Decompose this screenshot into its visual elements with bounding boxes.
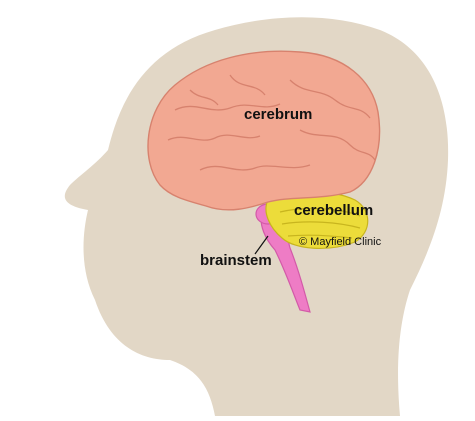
brainstem-pointer xyxy=(254,235,269,255)
brainstem-label: brainstem xyxy=(200,252,272,269)
cerebrum xyxy=(147,50,381,211)
cerebrum-label: cerebrum xyxy=(244,106,313,123)
cerebellum-label: cerebellum xyxy=(294,202,374,219)
copyright-notice: © Mayfield Clinic xyxy=(299,236,382,248)
